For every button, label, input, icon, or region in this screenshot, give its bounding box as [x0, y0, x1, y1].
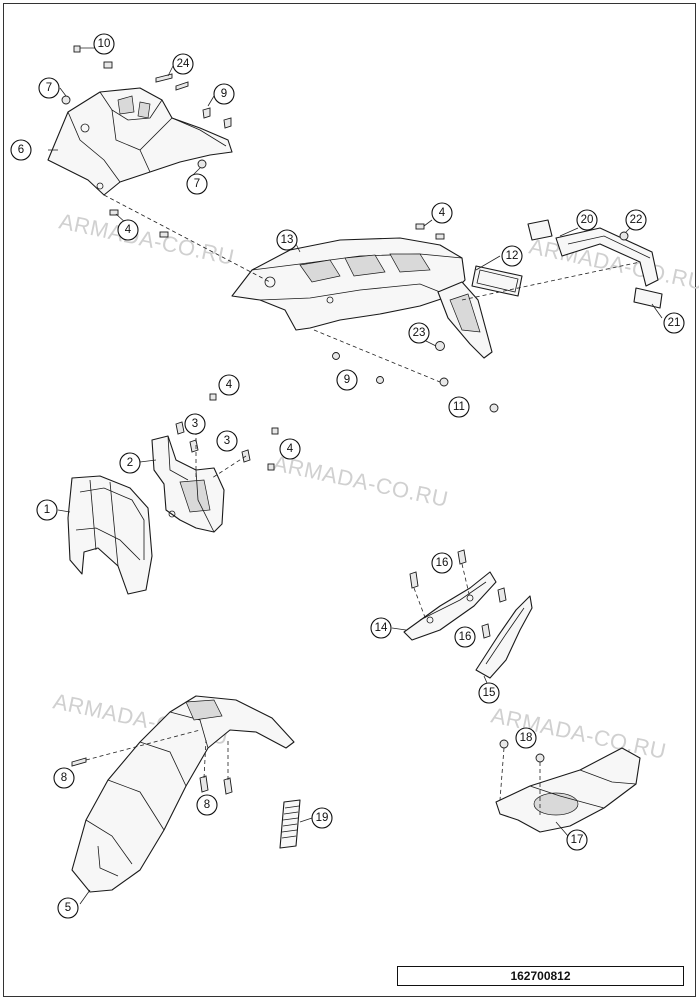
svg-text:13: 13	[281, 234, 294, 246]
svg-text:3: 3	[192, 418, 198, 430]
callout-4a: 4	[117, 219, 139, 241]
svg-text:5: 5	[65, 902, 71, 914]
svg-text:21: 21	[668, 317, 681, 329]
svg-text:12: 12	[506, 250, 519, 262]
part-22-screw	[619, 231, 629, 241]
callout-22: 22	[625, 209, 647, 231]
svg-text:4: 4	[125, 224, 132, 236]
svg-text:14: 14	[375, 622, 388, 634]
callout-23: 23	[408, 322, 430, 344]
svg-text:22: 22	[630, 214, 643, 226]
callout-8b: 8	[196, 794, 218, 816]
svg-text:18: 18	[520, 732, 533, 744]
part-1-headlight-mask	[67, 475, 153, 595]
svg-text:20: 20	[581, 214, 594, 226]
watermark-3: ARMADA-CO.RU	[271, 450, 451, 512]
part-15-fork-guard-right	[475, 595, 533, 679]
callout-10: 10	[93, 33, 115, 55]
svg-text:16: 16	[459, 631, 472, 643]
callout-9b: 9	[336, 369, 358, 391]
svg-text:15: 15	[483, 687, 496, 699]
svg-text:3: 3	[224, 435, 230, 447]
svg-text:17: 17	[571, 834, 584, 846]
svg-text:4: 4	[287, 443, 294, 455]
callout-2: 2	[119, 452, 141, 474]
svg-text:9: 9	[344, 374, 350, 386]
document-number-box: 162700812	[397, 966, 684, 986]
svg-text:8: 8	[204, 799, 210, 811]
callouts: 1 2 3 3 4 4 4 4 5 6 7 7 8 8 9 9 10 11 12…	[10, 33, 685, 919]
callout-5: 5	[57, 897, 79, 919]
callout-21: 21	[663, 312, 685, 334]
part-21-pad	[633, 287, 663, 309]
watermark-5: ARMADA-CO.RU	[489, 702, 669, 764]
svg-text:23: 23	[413, 327, 426, 339]
svg-text:7: 7	[194, 178, 200, 190]
assembly-lines	[48, 47, 663, 905]
callout-15: 15	[478, 682, 500, 704]
svg-text:4: 4	[226, 379, 233, 391]
watermark-1: ARMADA-CO.RU	[57, 208, 237, 270]
callout-20: 20	[576, 209, 598, 231]
svg-text:2: 2	[127, 457, 133, 469]
callout-13: 13	[276, 229, 298, 251]
callout-19: 19	[311, 807, 333, 829]
callout-18: 18	[515, 727, 537, 749]
svg-text:19: 19	[316, 812, 329, 824]
svg-text:24: 24	[177, 58, 190, 70]
part-20-license-plate-holder	[527, 219, 659, 287]
svg-text:9: 9	[221, 88, 227, 100]
callout-24: 24	[172, 53, 194, 75]
callout-1: 1	[36, 499, 58, 521]
svg-text:6: 6	[18, 144, 24, 156]
svg-text:16: 16	[436, 557, 449, 569]
callout-16a: 16	[431, 552, 453, 574]
svg-text:10: 10	[98, 38, 111, 50]
callout-4c: 4	[218, 374, 240, 396]
callout-7a: 7	[38, 77, 60, 99]
svg-text:1: 1	[44, 504, 50, 516]
svg-text:7: 7	[46, 82, 52, 94]
svg-text:11: 11	[453, 401, 465, 413]
part-2-headlight-bracket	[151, 435, 225, 533]
callout-4b: 4	[431, 202, 453, 224]
callout-11: 11	[448, 396, 470, 418]
callout-6: 6	[10, 139, 32, 161]
part-12-reflector	[471, 265, 523, 297]
part-14-fork-guard-left	[403, 571, 497, 641]
callout-12: 12	[501, 245, 523, 267]
callout-17: 17	[566, 829, 588, 851]
svg-text:4: 4	[439, 207, 446, 219]
callout-3b: 3	[216, 430, 238, 452]
callout-3a: 3	[184, 413, 206, 435]
part-5-front-fender	[71, 695, 295, 893]
callout-7b: 7	[186, 173, 208, 195]
part-6-rear-inner-mudguard	[47, 87, 233, 196]
callout-14: 14	[370, 617, 392, 639]
callout-4d: 4	[279, 438, 301, 460]
document-number: 162700812	[510, 969, 571, 983]
callout-9a: 9	[213, 83, 235, 105]
callout-16b: 16	[454, 626, 476, 648]
part-19-strip	[279, 799, 301, 849]
part-17-cover	[495, 747, 641, 833]
part-13-rear-fender	[231, 237, 493, 359]
callout-8a: 8	[53, 767, 75, 789]
svg-text:8: 8	[61, 772, 67, 784]
